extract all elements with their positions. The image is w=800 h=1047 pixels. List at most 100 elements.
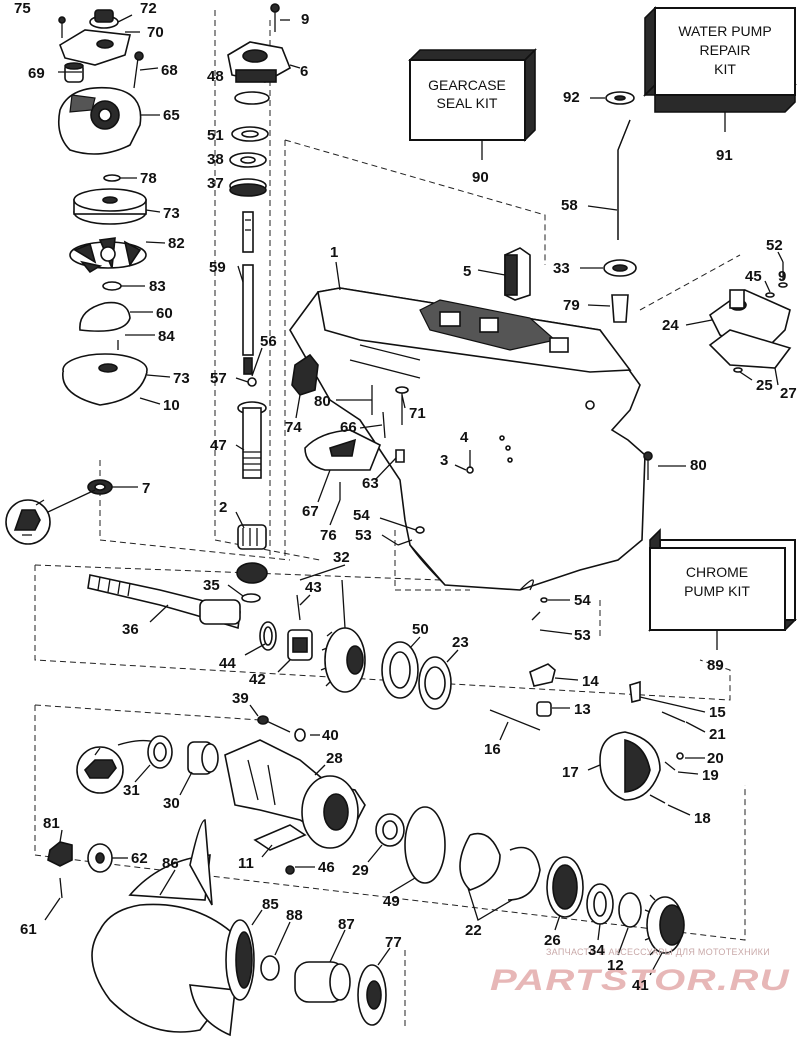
callout-75: 75 bbox=[14, 0, 31, 17]
pump-kit-line1: WATER PUMP bbox=[678, 23, 771, 39]
chrome-kit-line2: PUMP KIT bbox=[684, 583, 750, 599]
driveshaft-stack bbox=[227, 3, 292, 603]
callout-labels: 75 72 70 9 6 48 69 68 65 51 38 37 78 73 … bbox=[14, 0, 797, 994]
pump-kit-line3: KIT bbox=[714, 61, 736, 77]
callout-10: 10 bbox=[163, 397, 180, 414]
callout-76: 76 bbox=[320, 527, 337, 544]
callout-80a: 80 bbox=[314, 393, 331, 410]
callout-37: 37 bbox=[207, 175, 224, 192]
callout-33: 33 bbox=[553, 260, 570, 277]
callout-44: 44 bbox=[219, 655, 236, 672]
callout-56: 56 bbox=[260, 333, 277, 350]
gearcase-kit-line2: SEAL KIT bbox=[437, 95, 498, 111]
callout-6: 6 bbox=[300, 63, 308, 80]
callout-53a: 53 bbox=[355, 527, 372, 544]
callout-52: 52 bbox=[766, 237, 783, 254]
callout-81: 81 bbox=[43, 815, 60, 832]
callout-48: 48 bbox=[207, 68, 224, 85]
chrome-pump-kit-box: CHROME PUMP KIT bbox=[648, 528, 797, 632]
callout-25: 25 bbox=[756, 377, 773, 394]
callout-21: 21 bbox=[709, 726, 726, 743]
callout-23: 23 bbox=[452, 634, 469, 651]
callout-47: 47 bbox=[210, 437, 227, 454]
callout-3: 3 bbox=[440, 452, 448, 469]
water-pump-repair-kit-box: WATER PUMP REPAIR KIT bbox=[643, 6, 797, 113]
callout-36: 36 bbox=[122, 621, 139, 638]
callout-72: 72 bbox=[140, 0, 157, 17]
callout-92: 92 bbox=[563, 89, 580, 106]
callout-67: 67 bbox=[302, 503, 319, 520]
callout-73a: 73 bbox=[163, 205, 180, 222]
callout-41: 41 bbox=[632, 977, 649, 994]
callout-16: 16 bbox=[484, 741, 501, 758]
callout-28: 28 bbox=[326, 750, 343, 767]
callout-13: 13 bbox=[574, 701, 591, 718]
callout-65: 65 bbox=[163, 107, 180, 124]
callout-17: 17 bbox=[562, 764, 579, 781]
callout-63: 63 bbox=[362, 475, 379, 492]
callout-1: 1 bbox=[330, 244, 338, 261]
callout-71: 71 bbox=[409, 405, 426, 422]
callout-5: 5 bbox=[463, 263, 471, 280]
callout-90: 90 bbox=[472, 169, 489, 186]
callout-7: 7 bbox=[142, 480, 150, 497]
callout-60: 60 bbox=[156, 305, 173, 322]
shift-parts bbox=[489, 663, 686, 804]
callout-30: 30 bbox=[163, 795, 180, 812]
callout-73b: 73 bbox=[173, 370, 190, 387]
callout-85: 85 bbox=[262, 896, 279, 913]
callout-77: 77 bbox=[385, 934, 402, 951]
callout-35: 35 bbox=[203, 577, 220, 594]
callout-19: 19 bbox=[702, 767, 719, 784]
callout-29: 29 bbox=[352, 862, 369, 879]
gearcase-housing bbox=[289, 287, 646, 591]
callout-45: 45 bbox=[745, 268, 762, 285]
callout-80b: 80 bbox=[690, 457, 707, 474]
callout-43: 43 bbox=[305, 579, 322, 596]
callout-87: 87 bbox=[338, 916, 355, 933]
callout-9: 9 bbox=[301, 11, 309, 28]
callout-39: 39 bbox=[232, 690, 249, 707]
callout-40: 40 bbox=[322, 727, 339, 744]
callout-53b: 53 bbox=[574, 627, 591, 644]
callout-86: 86 bbox=[162, 855, 179, 872]
callout-46: 46 bbox=[318, 859, 335, 876]
callout-2: 2 bbox=[219, 499, 227, 516]
callout-9b: 9 bbox=[778, 268, 786, 285]
callout-88: 88 bbox=[286, 907, 303, 924]
watermark-caption: ЗАПЧАСТИ И АКСЕССУАРЫ ДЛЯ МОТОТЕХНИКИ bbox=[546, 947, 770, 957]
callout-51: 51 bbox=[207, 127, 224, 144]
callout-66: 66 bbox=[340, 419, 357, 436]
callout-50: 50 bbox=[412, 621, 429, 638]
callout-34: 34 bbox=[588, 942, 605, 959]
callout-83: 83 bbox=[149, 278, 166, 295]
gearcase-kit-line1: GEARCASE bbox=[428, 77, 506, 93]
callout-32: 32 bbox=[333, 549, 350, 566]
water-pump-stack bbox=[57, 9, 148, 495]
callout-69: 69 bbox=[28, 65, 45, 82]
callout-78: 78 bbox=[140, 170, 157, 187]
lubricant-symbol-upper bbox=[5, 489, 96, 545]
callout-42: 42 bbox=[249, 671, 266, 688]
callout-54a: 54 bbox=[353, 507, 370, 524]
callout-89: 89 bbox=[707, 657, 724, 674]
pump-kit-line2: REPAIR bbox=[699, 42, 750, 58]
lubricant-symbol-lower bbox=[76, 739, 156, 794]
watermark-logo: PARTSTOR.RU bbox=[490, 964, 790, 997]
propshaft-row bbox=[87, 574, 452, 742]
callout-22: 22 bbox=[465, 922, 482, 939]
callout-27: 27 bbox=[780, 385, 797, 402]
callout-61: 61 bbox=[20, 921, 37, 938]
callout-11: 11 bbox=[238, 855, 254, 872]
callout-26: 26 bbox=[544, 932, 561, 949]
callout-91: 91 bbox=[716, 147, 733, 164]
callout-14: 14 bbox=[582, 673, 599, 690]
callout-58: 58 bbox=[561, 197, 578, 214]
callout-18: 18 bbox=[694, 810, 711, 827]
callout-62: 62 bbox=[131, 850, 148, 867]
chrome-kit-line1: CHROME bbox=[686, 564, 748, 580]
lower-row-parts bbox=[47, 735, 685, 1037]
gearcase-seal-kit-box: GEARCASE SEAL KIT bbox=[408, 48, 537, 142]
